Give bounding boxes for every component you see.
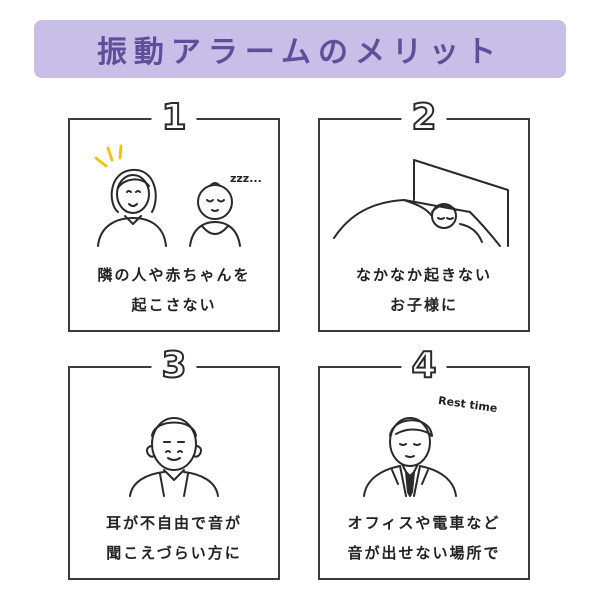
card-text: オフィスや電車など 音が出せない場所で: [320, 508, 528, 568]
card-text-line: オフィスや電車など: [347, 514, 501, 532]
card-text-line: 音が出せない場所で: [347, 544, 501, 562]
alert-lines-icon: [94, 144, 123, 168]
card-text-line: 隣の人や赤ちゃんを: [97, 266, 251, 284]
card-number: 4: [401, 345, 447, 387]
zzz-label: zzz...: [230, 172, 262, 185]
card-text: なかなか起きない お子様に: [320, 260, 528, 320]
merit-card-3: 3 耳が不自由で音が 聞こえづらい方に: [68, 345, 280, 580]
card-text-line: なかなか起きない: [355, 266, 492, 284]
card-text: 耳が不自由で音が 聞こえづらい方に: [70, 508, 278, 568]
card-text-line: 聞こえづらい方に: [106, 544, 242, 562]
card-number: 2: [401, 97, 447, 139]
elderly-man-illustration: [129, 417, 219, 497]
merit-card-2: 2 なかなか起きない お子様に: [318, 97, 530, 332]
card-text: 隣の人や赤ちゃんを 起こさない: [70, 260, 278, 320]
card-text-line: お子様に: [389, 296, 458, 314]
businessman-illustration: [363, 417, 457, 497]
mother-and-baby-illustration: [94, 144, 241, 247]
card-text-line: 起こさない: [131, 296, 217, 314]
card-number: 1: [151, 97, 197, 139]
merit-card-1: 1 zzz... 隣の人や赤ちゃんを 起こさない: [68, 97, 280, 332]
card-number: 3: [151, 345, 197, 387]
card-text-line: 耳が不自由で音が: [105, 514, 242, 532]
page-title: 振動アラームのメリット: [96, 35, 504, 70]
merit-card-4: 4 Rest time オフィスや電車など 音が出せない場所で: [318, 345, 530, 580]
child-in-bed-illustration: [333, 159, 509, 247]
title-banner: 振動アラームのメリット: [34, 20, 566, 78]
